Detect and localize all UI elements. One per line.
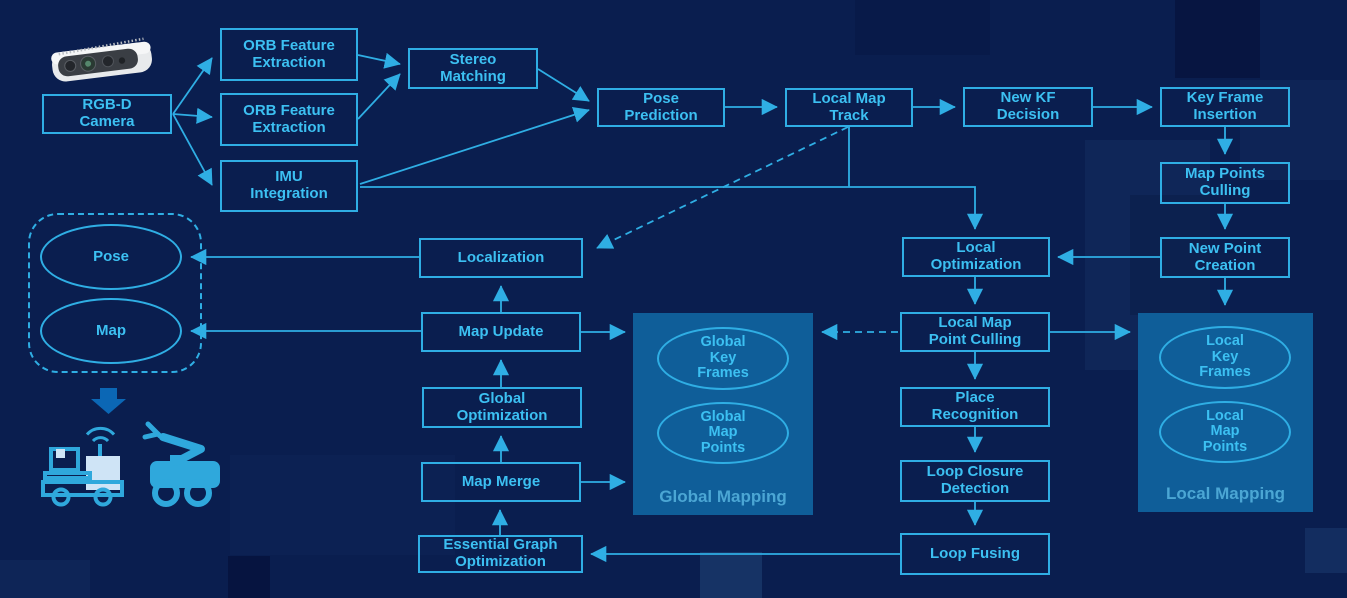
bg-patch [228,556,270,598]
bg-patch [700,552,762,598]
node-map-points-culling: Map Points Culling [1160,162,1290,204]
node-local-map-track: Local Map Track [785,88,913,127]
wifi-icon [85,426,116,443]
local-mapping-label: Local Mapping [1166,484,1285,503]
node-loop-closure-detection: Loop Closure Detection [900,460,1050,502]
node-essential-graph-optimization: Essential Graph Optimization [418,535,583,573]
ellipse-local-map-points: Local Map Points [1159,401,1291,463]
node-global-optimization: Global Optimization [422,387,582,428]
ellipse-map: Map [40,298,182,364]
node-loop-fusing: Loop Fusing [900,533,1050,575]
agv-robot-icon [41,426,124,507]
node-local-map-point-culling: Local Map Point Culling [900,312,1050,352]
bg-patch [855,0,990,55]
node-orb-feature-extraction-2: ORB Feature Extraction [220,93,358,146]
node-localization: Localization [419,238,583,278]
ellipse-global-key-frames: Global Key Frames [657,327,789,390]
node-new-kf-decision: New KF Decision [963,87,1093,127]
global-mapping-label: Global Mapping [659,487,787,506]
node-new-point-creation: New Point Creation [1160,237,1290,278]
node-orb-feature-extraction-1: ORB Feature Extraction [220,28,358,81]
node-key-frame-insertion: Key Frame Insertion [1160,87,1290,127]
node-local-optimization: Local Optimization [902,237,1050,277]
block-down-arrow-icon [91,388,126,414]
rgbd-camera-image [51,37,152,82]
node-stereo-matching: Stereo Matching [408,48,538,89]
node-place-recognition: Place Recognition [900,387,1050,427]
bg-patch [0,560,90,598]
node-rgbd-camera: RGB-D Camera [42,94,172,134]
dashed-arrows [596,126,898,341]
ellipse-pose: Pose [40,224,182,290]
node-map-merge: Map Merge [421,462,581,502]
ellipse-global-map-points: Global Map Points [657,402,789,464]
pose-map-output-group [28,213,202,373]
robot-arm-rover-icon [142,421,220,507]
node-pose-prediction: Pose Prediction [597,88,725,127]
ellipse-local-key-frames: Local Key Frames [1159,326,1291,389]
node-imu-integration: IMU Integration [220,160,358,212]
bg-patch [1305,528,1347,573]
bg-patch [1175,0,1260,78]
node-map-update: Map Update [421,312,581,352]
